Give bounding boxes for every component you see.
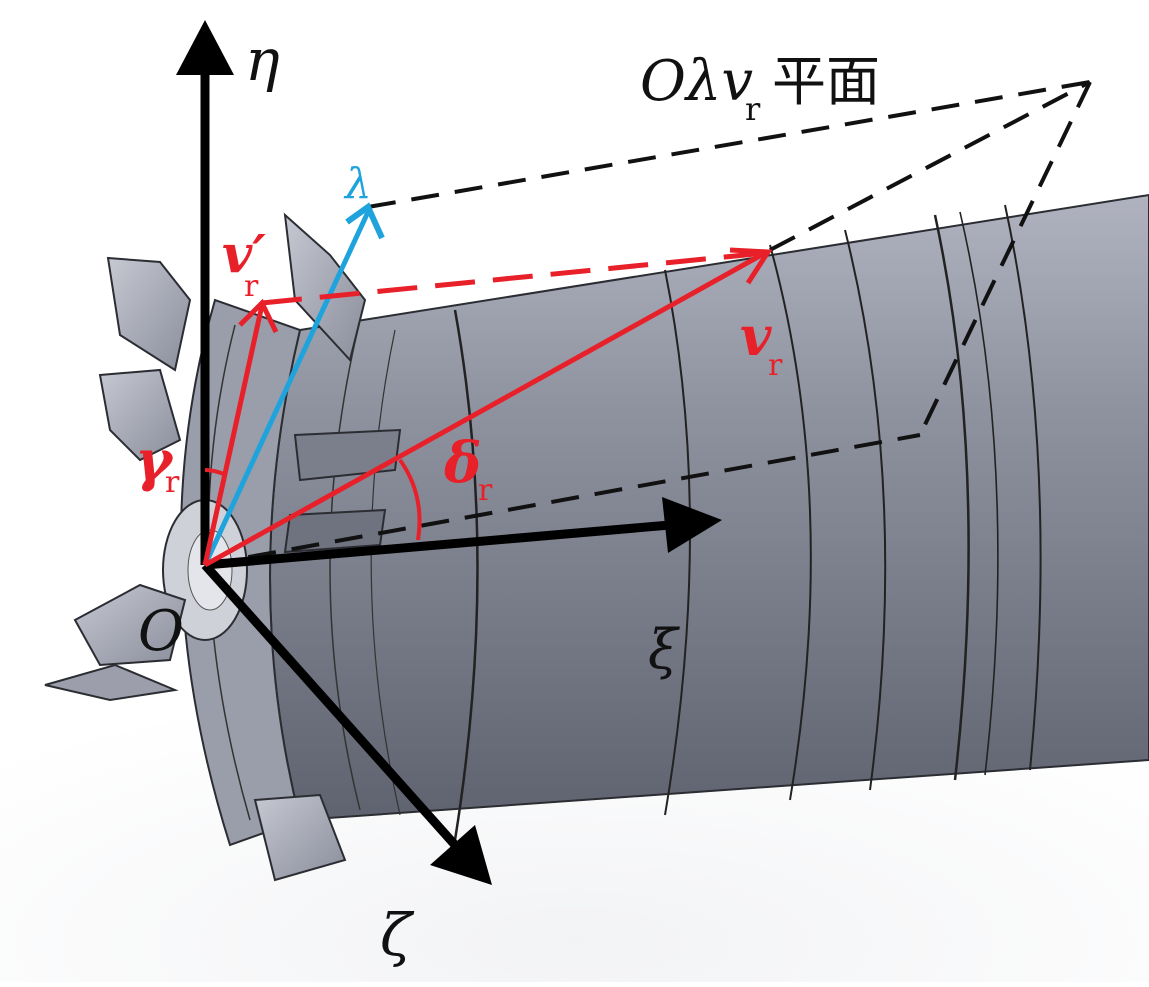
xi-axis [204,520,671,570]
groove-ring-6 [959,211,999,776]
fin-top-left [106,256,192,372]
red-vectors [202,247,773,568]
fin-left-upper [98,368,182,462]
delta-label-main: δ [443,430,481,496]
lambda-label: λ [343,159,372,208]
vr-vector [203,250,767,568]
vr-label: v r [740,304,783,383]
zeta-label: ζ [380,901,415,969]
axes [176,20,722,885]
groove-ring-5 [933,214,970,781]
projection-dashed [261,250,766,306]
fin-left-tip [44,663,179,702]
gamma-arc [204,468,227,477]
inner-vane-1 [293,428,402,482]
gamma-label-sub: r [165,465,180,500]
vr-arrowhead [729,247,773,285]
vr-prime-vector [202,304,265,566]
lambda-axis [202,202,385,567]
eta-arrowhead [176,20,234,75]
delta-label: δ r [443,430,493,508]
vr-prime-label-main: v′ [222,224,266,285]
rocket-body [44,193,1149,882]
plane-label-sub: r [745,90,761,128]
plane-label-suffix: 平面 [772,50,880,113]
olambda-vr-plane [204,80,1092,567]
origin-label: O [138,599,184,664]
xi-label: ξ [648,618,680,681]
delta-arc [398,458,422,541]
groove-ring-7 [1004,204,1042,771]
vr-prime-label-sub: r [244,269,259,304]
zeta-axis [201,562,459,848]
fin-top-right [283,212,367,363]
xi-arrowhead [662,497,722,553]
vr-label-main: v [740,304,772,368]
fin-bottom [253,793,347,882]
groove-ring-1 [453,309,479,841]
gamma-label: γ r [135,428,180,500]
plane-label-prefix: Oλv [640,49,753,114]
groove-ring-4 [844,229,887,791]
eta-label: η [245,26,280,94]
inner-vane-2 [283,508,387,554]
plane-label: Oλv r 平面 [640,49,880,128]
vr-prime-label: v′ r [222,224,266,304]
groove-ring-3 [769,244,812,801]
fin-left-lower [73,583,187,667]
vr-label-sub: r [768,348,783,383]
gamma-label-main: γ [135,428,175,494]
delta-label-sub: r [478,473,493,508]
zeta-arrowhead [430,825,492,885]
